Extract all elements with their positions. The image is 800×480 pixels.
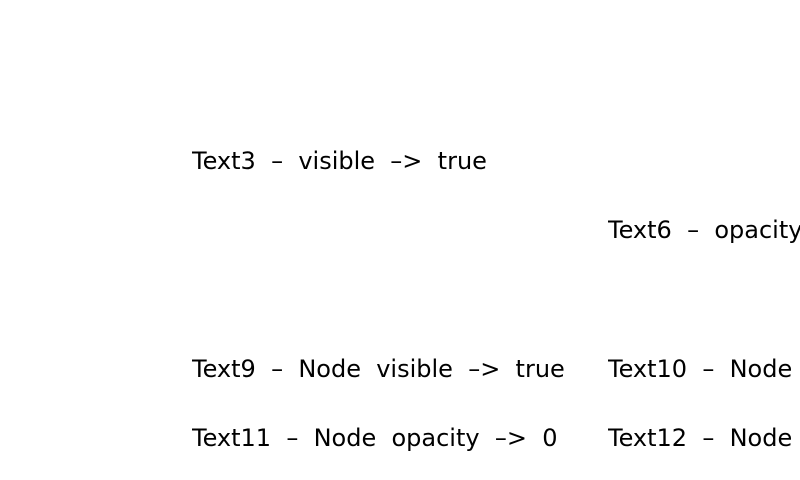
text3-label: Text3 – visible –> true <box>192 147 487 175</box>
text6-label: Text6 – opacity <box>608 216 800 244</box>
text9-label: Text9 – Node visible –> true <box>192 355 565 383</box>
text12-label: Text12 – Node <box>608 424 793 452</box>
text10-label: Text10 – Node <box>608 355 793 383</box>
text11-label: Text11 – Node opacity –> 0 <box>192 424 558 452</box>
